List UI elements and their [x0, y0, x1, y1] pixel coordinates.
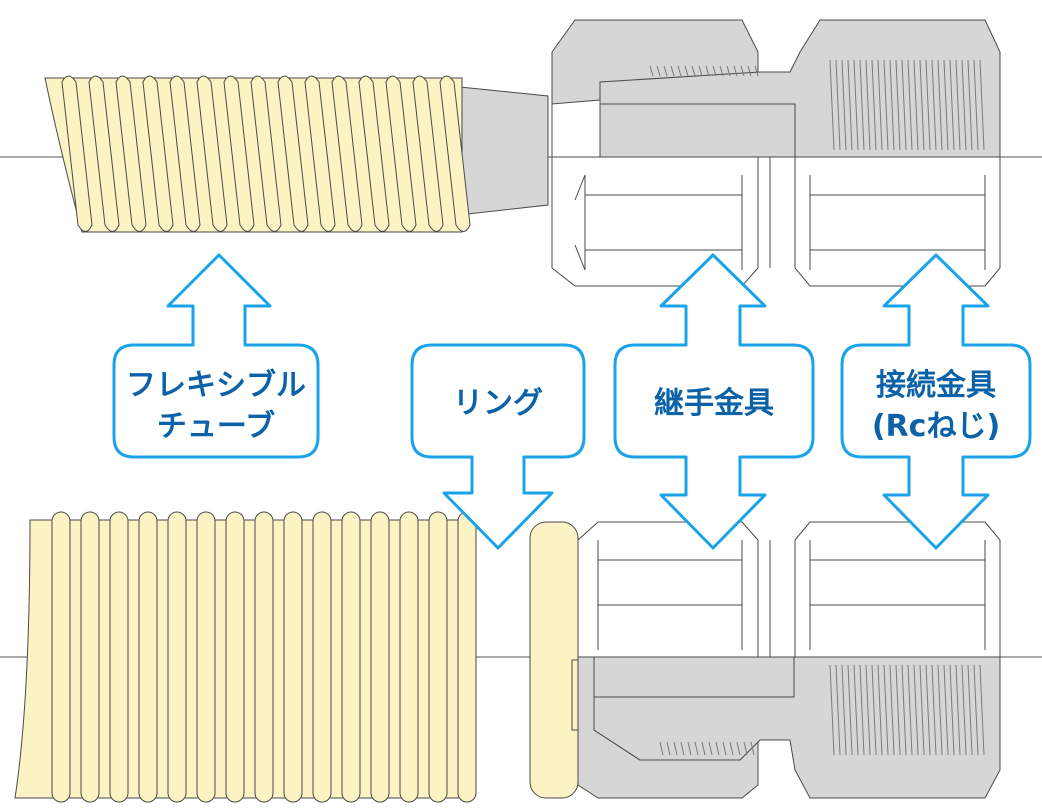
tube-rib — [138, 511, 158, 803]
tube-rib — [428, 511, 448, 803]
tube-coil — [385, 75, 417, 232]
bottom-union-nut — [577, 521, 759, 799]
tube-rib — [80, 511, 100, 803]
tube-coil — [223, 75, 255, 232]
double-arrow-icon — [613, 253, 815, 550]
tube-rib — [51, 511, 71, 803]
label-flexible-tube-line1: フレキシブル — [126, 368, 306, 403]
tube-rib — [457, 511, 477, 803]
bottom-body — [593, 521, 1001, 799]
tube-coil — [331, 75, 363, 232]
tube-rib — [399, 511, 419, 803]
top-flexible-tube — [44, 75, 471, 233]
label-connector-line2: (Rcねじ) — [872, 409, 1000, 444]
tube-coil — [304, 75, 336, 232]
double-arrow-icon — [112, 253, 320, 459]
tube-rib — [283, 511, 303, 803]
label-connector-line1: 接続金具 — [876, 368, 996, 403]
tube-coil — [196, 75, 228, 232]
label-ring: リング — [453, 386, 543, 421]
tube-rib — [370, 511, 390, 803]
bottom-corrugated-tube — [14, 511, 477, 803]
bottom-assembly — [14, 511, 1001, 803]
labels: フレキシブル チューブ リング 継手金具 接続金具 (Rcねじ) — [126, 368, 1000, 444]
tube-coil — [169, 75, 201, 232]
tube-coil — [412, 75, 444, 232]
tube-coil — [142, 75, 174, 232]
tube-rib — [167, 511, 187, 803]
label-fitting: 継手金具 — [654, 386, 774, 421]
down-arrow-icon — [410, 343, 586, 550]
tube-coil — [358, 75, 390, 232]
tube-coil — [277, 75, 309, 232]
tube-coil — [61, 75, 93, 232]
tube-coil — [88, 75, 120, 232]
tube-rib — [109, 511, 129, 803]
tube-coil — [439, 75, 471, 232]
tube-coil — [115, 75, 147, 232]
arrows — [112, 253, 1032, 550]
tube-rib — [225, 511, 245, 803]
tube-coil — [250, 75, 282, 232]
tube-rib — [312, 511, 332, 803]
double-arrow-icon — [840, 253, 1032, 550]
tube-rib — [254, 511, 274, 803]
tube-rib — [196, 511, 216, 803]
tube-rib — [341, 511, 361, 803]
top-body — [599, 19, 1001, 287]
label-flexible-tube-line2: チューブ — [157, 409, 275, 444]
top-assembly — [44, 19, 1001, 287]
